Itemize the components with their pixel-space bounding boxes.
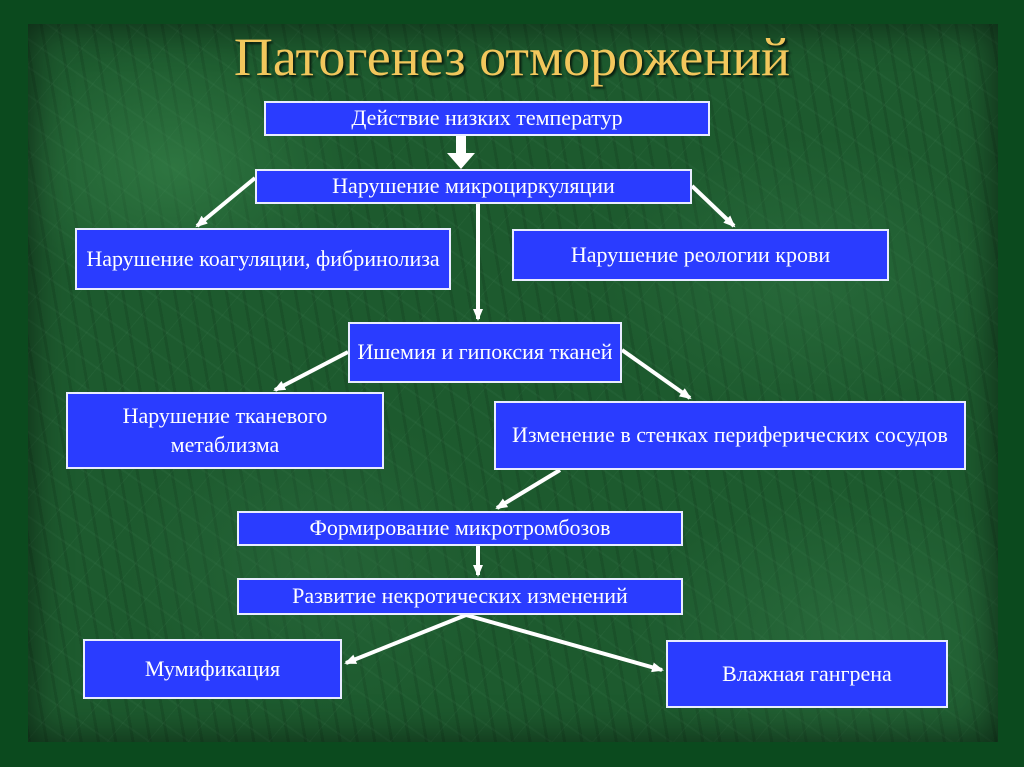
node-cold-exposure: Действие низких температур <box>264 101 710 136</box>
node-vessels: Изменение в стенках периферических сосуд… <box>494 401 966 470</box>
arrow-ischemia-to-vessels <box>620 348 692 400</box>
arrow-vessels-to-microthrombi <box>495 468 562 510</box>
node-microcirculation: Нарушение микроциркуляции <box>255 169 692 204</box>
marble-background <box>28 24 998 742</box>
arrow-cold-to-microcirculation <box>447 136 475 169</box>
node-microthrombi: Формирование микротромбозов <box>237 511 683 546</box>
node-coagulation: Нарушение коагуляции, фибринолиза <box>75 228 451 290</box>
arrow-microcirculation-to-rheology <box>690 184 736 228</box>
node-wet-gangrene: Влажная гангрена <box>666 640 948 708</box>
arrow-microcirculation-to-coagulation <box>195 176 257 228</box>
node-rheology: Нарушение реологии крови <box>512 229 889 281</box>
node-metabolism: Нарушение тканевого метаблизма <box>66 392 384 469</box>
node-ischemia: Ишемия и гипоксия тканей <box>348 322 622 383</box>
arrow-necrosis-to-mummification <box>344 613 467 665</box>
arrow-necrosis-to-gangrene <box>465 613 664 673</box>
arrow-ischemia-to-metabolism <box>273 350 349 392</box>
slide-title: Патогенез отморожений <box>233 27 791 87</box>
node-mummification: Мумификация <box>83 639 342 699</box>
node-necrosis: Развитие некротических изменений <box>237 578 683 615</box>
